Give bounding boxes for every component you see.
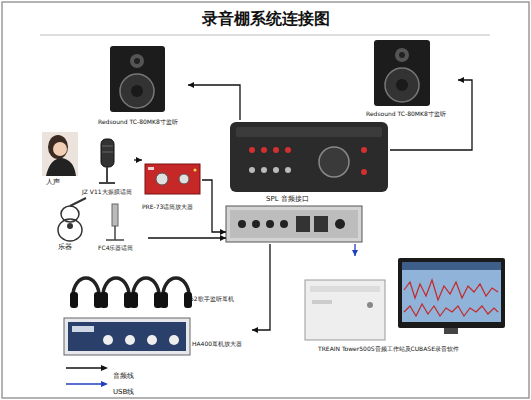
equipment-node: SPL 音频接口 bbox=[226, 120, 390, 244]
cable-line bbox=[202, 180, 226, 232]
equipment-node: K52歌手监听耳机 bbox=[68, 265, 243, 313]
equipment-node: 乐器 bbox=[52, 200, 92, 252]
diagram-title: 录音棚系统连接图 bbox=[202, 9, 330, 28]
arrowhead bbox=[220, 235, 226, 241]
device-label: 人声 bbox=[46, 178, 60, 186]
legend-text: USB线 bbox=[113, 388, 134, 396]
device-label: K52歌手监听耳机 bbox=[186, 295, 234, 302]
diagram-title-wrap: 录音棚系统连接图 bbox=[0, 9, 531, 28]
device-label: TREAIN Tower500S音频工作站及CUBASE录音软件 bbox=[318, 345, 459, 352]
device-label: FC4乐器话筒 bbox=[98, 244, 133, 251]
device-label: JZ V11大振膜话筒 bbox=[82, 188, 132, 195]
legend-text-wrap: 音频线 bbox=[113, 363, 134, 382]
legend-text-wrap: USB线 bbox=[113, 379, 134, 398]
device-label: Redsound TC-80MK8寸监听 bbox=[366, 110, 446, 117]
equipment-node: FC4乐器话筒 bbox=[98, 200, 148, 252]
device-label: PRE-73话筒放大器 bbox=[142, 203, 193, 210]
equipment-node: JZ V11大振膜话筒 bbox=[82, 138, 134, 196]
equipment-node: TREAIN Tower500S音频工作站及CUBASE录音软件 bbox=[300, 256, 510, 356]
equipment-node: PRE-73话筒放大器 bbox=[142, 160, 202, 212]
equipment-node: HA400耳机放大器 bbox=[62, 316, 252, 358]
equipment-node: 人声 bbox=[40, 132, 80, 188]
arrowhead bbox=[352, 250, 358, 256]
arrowhead bbox=[220, 229, 226, 235]
arrowhead bbox=[458, 77, 464, 83]
device-label: HA400耳机放大器 bbox=[192, 340, 242, 347]
legend-text: 音频线 bbox=[113, 372, 134, 380]
device-label: SPL 音频接口 bbox=[266, 195, 309, 203]
equipment-node: Redsound TC-80MK8寸监听 bbox=[366, 38, 458, 118]
cable-line bbox=[252, 244, 270, 330]
cable-line bbox=[148, 237, 226, 238]
arrowhead bbox=[188, 82, 194, 88]
device-label: 乐器 bbox=[58, 243, 72, 251]
cable-line bbox=[188, 85, 240, 120]
arrowhead bbox=[252, 327, 258, 333]
equipment-node: Redsound TC-80MK8寸监听 bbox=[98, 44, 188, 126]
device-label: Redsound TC-80MK8寸监听 bbox=[98, 118, 178, 125]
arrowhead bbox=[136, 157, 142, 163]
